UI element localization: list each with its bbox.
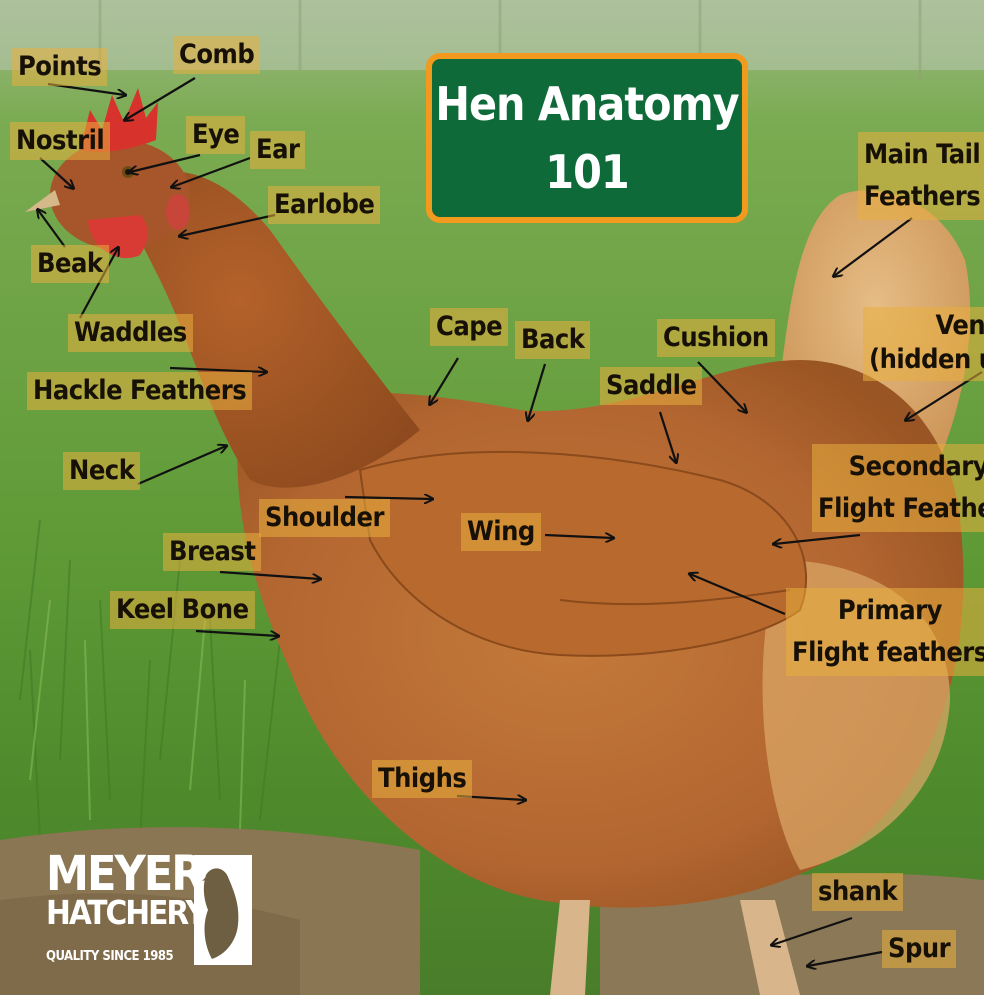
label-earlobe: Earlobe bbox=[268, 186, 380, 224]
label-cushion: Cushion bbox=[657, 319, 775, 357]
title-line-2: 101 bbox=[432, 138, 742, 206]
title-box: Hen Anatomy 101 bbox=[426, 53, 748, 223]
label-breast: Breast bbox=[163, 533, 261, 571]
label-primary-flight-feathers: Primary Flight feathers bbox=[786, 588, 984, 676]
label-waddles: Waddles bbox=[68, 314, 193, 352]
label-nostril: Nostril bbox=[10, 122, 110, 160]
label-eye: Eye bbox=[186, 116, 245, 154]
label-saddle: Saddle bbox=[600, 367, 702, 405]
label-beak: Beak bbox=[31, 245, 109, 283]
label-spur: Spur bbox=[882, 930, 956, 968]
logo-line-2: HATCHERY bbox=[46, 895, 205, 931]
label-cape: Cape bbox=[430, 308, 508, 346]
label-vent-area: Vent area (hidden under fluff) bbox=[863, 307, 984, 381]
label-hackle-feathers: Hackle Feathers bbox=[27, 372, 252, 410]
label-shoulder: Shoulder bbox=[259, 499, 390, 537]
label-main-tail-line-1: Main Tail bbox=[864, 134, 980, 176]
label-points: Points bbox=[12, 48, 107, 86]
label-main-tail-feathers: Main Tail Feathers bbox=[858, 132, 984, 220]
logo-tagline: QUALITY SINCE 1985 bbox=[46, 949, 173, 965]
label-back: Back bbox=[515, 321, 590, 359]
label-comb: Comb bbox=[173, 36, 260, 74]
hen-silhouette-icon bbox=[194, 855, 252, 965]
label-vent-note: (hidden under fluff) bbox=[869, 343, 984, 377]
label-primary-line-1: Primary bbox=[792, 590, 984, 632]
label-primary-line-2: Flight feathers bbox=[792, 632, 984, 674]
label-secondary-flight-feathers: Secondary Flight Feathers bbox=[812, 444, 984, 532]
logo-line-1: MEYER bbox=[46, 849, 203, 899]
meyer-hatchery-logo: MEYER HATCHERY QUALITY SINCE 1985 bbox=[44, 853, 254, 971]
label-secondary-line-1: Secondary bbox=[818, 446, 984, 488]
label-secondary-line-2: Flight Feathers bbox=[818, 488, 984, 530]
label-thighs: Thighs bbox=[372, 760, 472, 798]
label-main-tail-line-2: Feathers bbox=[864, 176, 980, 218]
label-neck: Neck bbox=[63, 452, 140, 490]
label-wing: Wing bbox=[461, 513, 541, 551]
label-vent-line: Vent area bbox=[869, 309, 984, 343]
label-ear: Ear bbox=[250, 131, 305, 169]
label-shank: shank bbox=[812, 873, 903, 911]
label-keel-bone: Keel Bone bbox=[110, 591, 255, 629]
title-line-1: Hen Anatomy bbox=[432, 70, 742, 138]
